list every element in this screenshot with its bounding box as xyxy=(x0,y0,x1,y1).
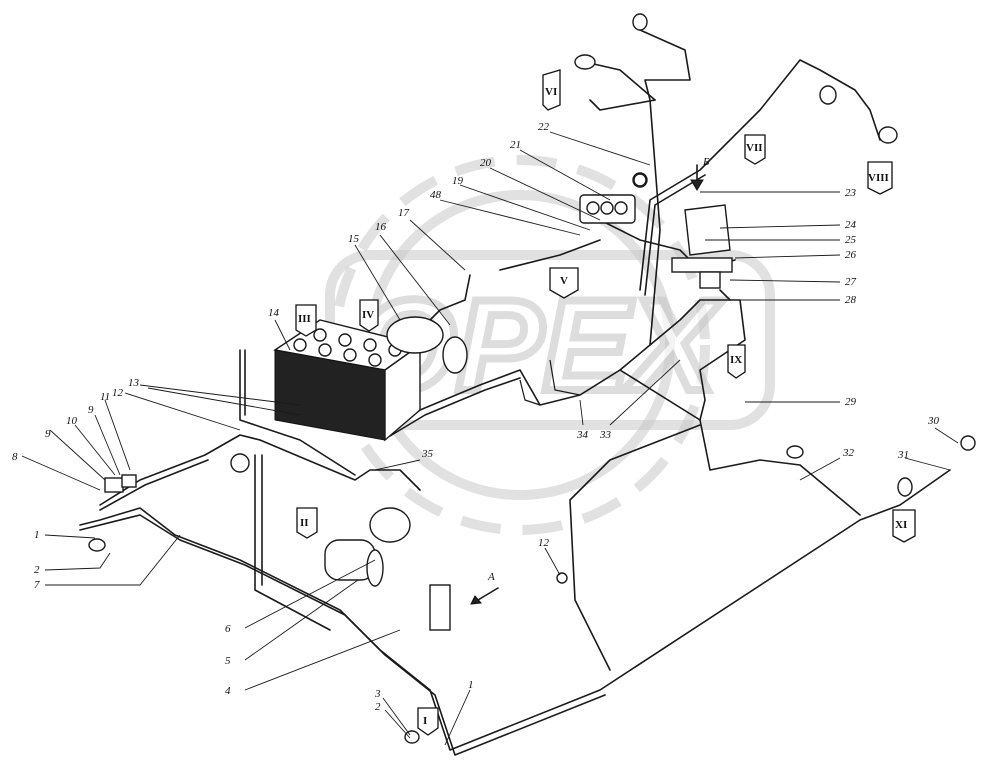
svg-text:8: 8 xyxy=(12,451,18,463)
svg-text:30: 30 xyxy=(927,415,940,427)
svg-text:24: 24 xyxy=(845,219,857,231)
tag-VIII: VIII xyxy=(867,161,893,195)
svg-text:VI: VI xyxy=(545,86,557,98)
svg-text:XI: XI xyxy=(895,519,907,531)
svg-text:22: 22 xyxy=(538,121,550,133)
view-arrows: Б А xyxy=(470,156,710,605)
svg-text:3: 3 xyxy=(374,688,381,700)
tag-III: III xyxy=(295,304,317,337)
svg-text:34: 34 xyxy=(576,429,589,441)
svg-text:48: 48 xyxy=(430,189,442,201)
svg-text:28: 28 xyxy=(845,294,857,306)
svg-text:I: I xyxy=(423,715,427,727)
svg-text:1: 1 xyxy=(34,529,40,541)
svg-text:20: 20 xyxy=(480,157,492,169)
svg-text:32: 32 xyxy=(842,447,855,459)
svg-text:6: 6 xyxy=(225,623,231,635)
reference-numbers: 1 2 7 8 9 10 9 11 12 13 14 15 16 17 48 1… xyxy=(12,121,940,713)
instrument-panel xyxy=(671,204,733,289)
svg-text:16: 16 xyxy=(375,221,387,233)
starter-motor xyxy=(386,316,468,374)
svg-text:2: 2 xyxy=(375,701,381,713)
svg-text:29: 29 xyxy=(845,396,857,408)
relay-box xyxy=(429,584,451,631)
tag-II: II xyxy=(296,507,318,539)
svg-text:IX: IX xyxy=(730,354,742,366)
battery xyxy=(273,319,422,442)
svg-text:II: II xyxy=(300,517,309,529)
tag-IX: IX xyxy=(727,344,746,379)
svg-text:2: 2 xyxy=(34,564,40,576)
svg-text:7: 7 xyxy=(34,579,40,591)
leader-lines xyxy=(21,131,959,746)
view-letter-a: А xyxy=(487,571,495,583)
svg-text:35: 35 xyxy=(421,448,434,460)
svg-text:VII: VII xyxy=(746,142,763,154)
svg-text:17: 17 xyxy=(398,207,410,219)
svg-text:III: III xyxy=(298,313,311,325)
svg-text:IV: IV xyxy=(362,309,374,321)
svg-text:VIII: VIII xyxy=(868,172,889,184)
svg-text:12: 12 xyxy=(538,537,550,549)
svg-text:25: 25 xyxy=(845,234,857,246)
svg-text:19: 19 xyxy=(452,175,464,187)
tag-I: I xyxy=(417,707,439,736)
roman-tags: I II III IV V VI VII VIII IX XI xyxy=(295,69,916,736)
tag-VI: VI xyxy=(542,69,561,111)
svg-text:26: 26 xyxy=(845,249,857,261)
tag-V: V xyxy=(549,267,579,299)
svg-text:4: 4 xyxy=(225,685,231,697)
svg-text:10: 10 xyxy=(66,415,78,427)
svg-text:11: 11 xyxy=(100,391,110,403)
svg-text:1: 1 xyxy=(468,679,474,691)
svg-text:12: 12 xyxy=(112,387,124,399)
sound-signal xyxy=(369,507,411,543)
svg-text:V: V xyxy=(560,275,568,287)
tag-IV: IV xyxy=(359,299,379,332)
svg-text:21: 21 xyxy=(510,139,521,151)
view-letter-b: Б xyxy=(702,156,710,168)
svg-text:15: 15 xyxy=(348,233,360,245)
harness-lines xyxy=(79,29,951,756)
svg-text:14: 14 xyxy=(268,307,280,319)
svg-text:33: 33 xyxy=(599,429,612,441)
svg-text:27: 27 xyxy=(845,276,857,288)
svg-text:9: 9 xyxy=(88,404,94,416)
svg-text:31: 31 xyxy=(897,449,909,461)
svg-text:9: 9 xyxy=(45,428,51,440)
svg-text:23: 23 xyxy=(845,187,857,199)
tag-VII: VII xyxy=(744,134,766,165)
svg-text:5: 5 xyxy=(225,655,231,667)
headlamps xyxy=(88,13,976,744)
generator xyxy=(324,539,384,587)
svg-text:13: 13 xyxy=(128,377,140,389)
tag-XI: XI xyxy=(892,509,916,543)
